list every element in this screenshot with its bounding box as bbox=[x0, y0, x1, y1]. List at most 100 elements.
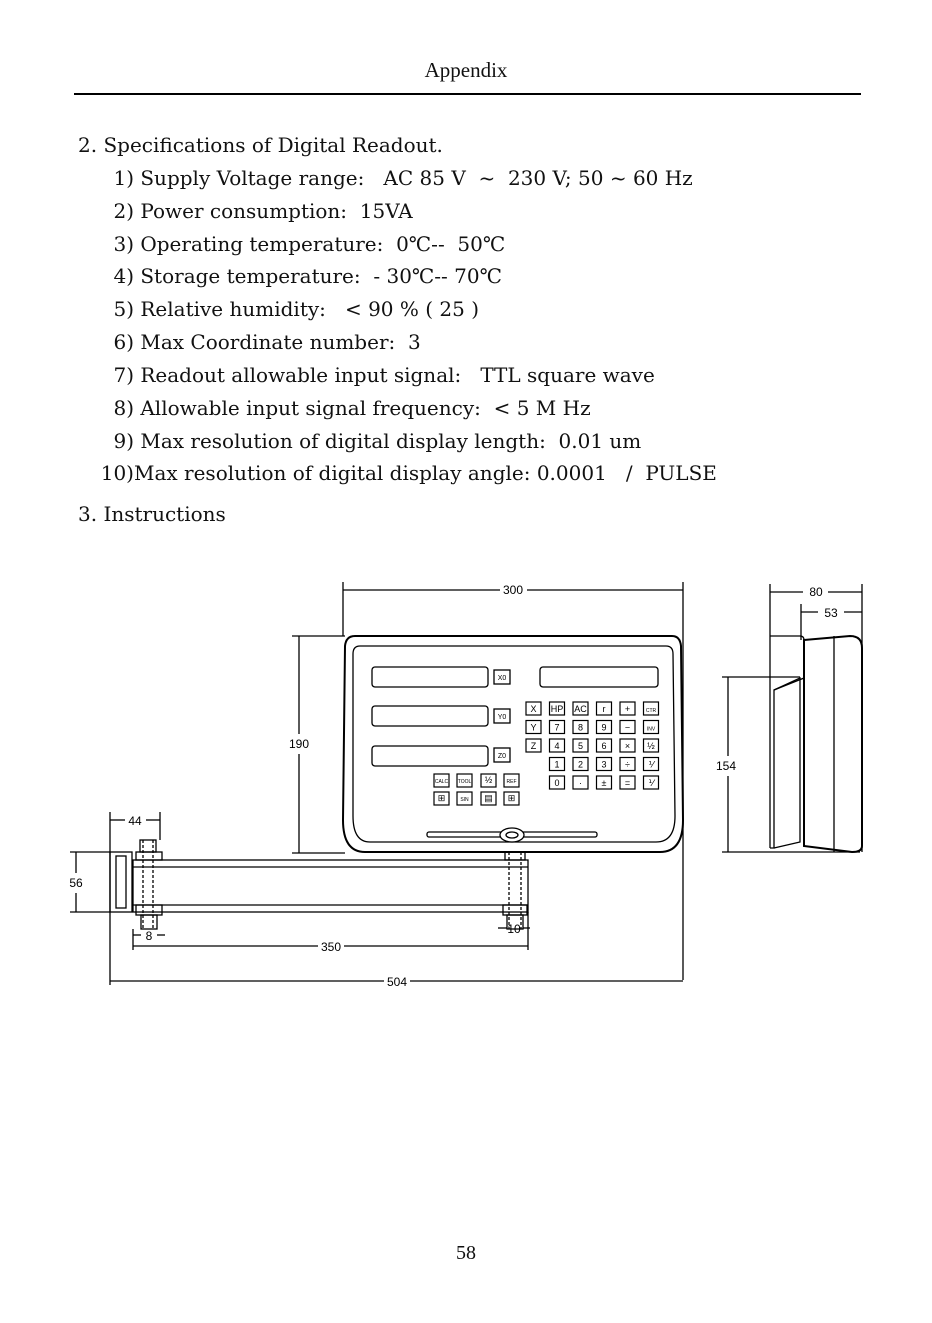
spec-item: 5) Relative humidity: < 90 % ( 25 ) bbox=[113, 297, 480, 321]
keypad-key-label: INV bbox=[647, 727, 656, 733]
keypad-key-label: 8 bbox=[578, 723, 583, 733]
axis-key-x: X0 bbox=[498, 675, 507, 682]
section-2-title: 2. Specifications of Digital Readout. bbox=[78, 133, 443, 157]
keypad-key bbox=[572, 775, 589, 790]
spec-item: 7) Readout allowable input signal: TTL s… bbox=[113, 363, 655, 387]
keypad-key bbox=[548, 756, 566, 772]
keypad-key-label: ÷ bbox=[625, 760, 630, 770]
keypad-key bbox=[619, 775, 636, 790]
keypad-key-label: 4 bbox=[554, 741, 559, 751]
keypad-key-label: 9 bbox=[601, 723, 606, 733]
keypad-key bbox=[619, 756, 636, 772]
keypad-key bbox=[642, 719, 660, 735]
keypad-key-label: ± bbox=[602, 778, 607, 788]
keypad-key bbox=[595, 756, 613, 772]
function-key bbox=[480, 773, 497, 788]
keypad-key bbox=[548, 719, 566, 735]
keypad-key-label: 6 bbox=[601, 741, 606, 751]
dim-44: 44 bbox=[128, 814, 142, 828]
keypad-key-label: ⅟ bbox=[648, 760, 655, 770]
keypad-key-label: ½ bbox=[647, 741, 655, 751]
function-key-label: SIN bbox=[460, 797, 469, 803]
function-key-label: ⊞ bbox=[438, 793, 446, 803]
function-key-label: REF bbox=[507, 779, 517, 785]
spec-item: 10)Max resolution of digital display ang… bbox=[100, 461, 717, 485]
dim-10: 10 bbox=[507, 922, 521, 936]
spec-item: 2) Power consumption: 15VA bbox=[113, 199, 413, 223]
section-3-title: 3. Instructions bbox=[78, 502, 226, 526]
keypad-key bbox=[642, 738, 660, 753]
keypad-key bbox=[595, 775, 613, 790]
function-key bbox=[503, 773, 520, 788]
keypad-key-label: 2 bbox=[578, 760, 583, 770]
keypad-key-label: Z bbox=[531, 741, 537, 751]
function-key-label: ⊞ bbox=[508, 793, 516, 803]
keypad-key bbox=[642, 701, 660, 716]
dim-154: 154 bbox=[716, 759, 736, 773]
function-key bbox=[503, 791, 520, 806]
keypad-key-label: − bbox=[625, 723, 630, 733]
spec-item: 3) Operating temperature: 0℃-- 50℃ bbox=[113, 232, 506, 256]
keypad-key bbox=[619, 719, 636, 735]
keypad-key-label: Y bbox=[530, 723, 536, 733]
function-key bbox=[433, 791, 450, 806]
dim-56: 56 bbox=[69, 876, 83, 890]
function-key bbox=[433, 773, 450, 788]
keypad-key-label: × bbox=[625, 741, 630, 751]
function-key bbox=[456, 791, 473, 806]
keypad-key bbox=[548, 701, 566, 716]
function-key bbox=[456, 773, 473, 788]
dim-80: 80 bbox=[809, 585, 823, 599]
spec-item: 8) Allowable input signal frequency: < 5… bbox=[113, 396, 591, 420]
keypad-key-label: = bbox=[625, 778, 630, 788]
keypad-key-label: 1 bbox=[554, 760, 559, 770]
keypad-key-label: 0 bbox=[554, 778, 559, 788]
keypad-key-label: · bbox=[579, 778, 582, 788]
keypad-key-label: 5 bbox=[578, 741, 583, 751]
keypad-key bbox=[642, 756, 660, 772]
page-header: Appendix bbox=[424, 58, 508, 82]
keypad-key bbox=[572, 756, 589, 772]
keypad-key bbox=[572, 738, 589, 753]
keypad-key bbox=[525, 701, 542, 716]
keypad-key bbox=[572, 701, 589, 716]
function-key bbox=[480, 791, 497, 806]
axis-key-y: Y0 bbox=[498, 714, 507, 721]
keypad-key bbox=[595, 719, 613, 735]
spec-item: 6) Max Coordinate number: 3 bbox=[113, 330, 421, 354]
axis-key-z: Z0 bbox=[498, 753, 506, 760]
keypad-key-label: AC bbox=[574, 704, 587, 714]
keypad-key-label: ⅟ bbox=[648, 778, 655, 788]
keypad-key-label: 7 bbox=[554, 723, 559, 733]
keypad-key bbox=[619, 738, 636, 753]
keypad-key-label: + bbox=[625, 704, 630, 714]
dim-53: 53 bbox=[824, 606, 838, 620]
dim-8: 8 bbox=[146, 929, 153, 943]
page-number: 58 bbox=[456, 1242, 476, 1264]
spec-item: 4) Storage temperature: - 30℃-- 70℃ bbox=[113, 264, 502, 288]
header-rule bbox=[74, 93, 861, 95]
spec-item: 1) Supply Voltage range: AC 85 V ~ 230 V… bbox=[113, 166, 693, 190]
keypad-key bbox=[595, 701, 613, 716]
keypad-key-label: CTR bbox=[646, 708, 657, 714]
keypad-key bbox=[595, 738, 613, 753]
keypad-key bbox=[642, 775, 660, 790]
keypad-key-label: X bbox=[530, 704, 536, 714]
dim-190: 190 bbox=[289, 737, 309, 751]
keypad-key bbox=[572, 719, 589, 735]
keypad-key bbox=[525, 719, 542, 735]
dim-300: 300 bbox=[503, 583, 523, 597]
keypad-key bbox=[525, 738, 542, 753]
function-key-label: ▤ bbox=[484, 793, 493, 803]
dim-350: 350 bbox=[321, 940, 341, 954]
keypad-key bbox=[548, 738, 566, 753]
keypad-key bbox=[548, 775, 566, 790]
function-key-label: CALC bbox=[435, 779, 449, 785]
function-key-label: TOOL bbox=[458, 779, 472, 785]
spec-item: 9) Max resolution of digital display len… bbox=[113, 429, 642, 453]
dim-504: 504 bbox=[387, 975, 407, 989]
keypad-key-label: 3 bbox=[601, 760, 606, 770]
keypad-key bbox=[619, 701, 636, 716]
keypad-key-label: r bbox=[603, 704, 606, 714]
